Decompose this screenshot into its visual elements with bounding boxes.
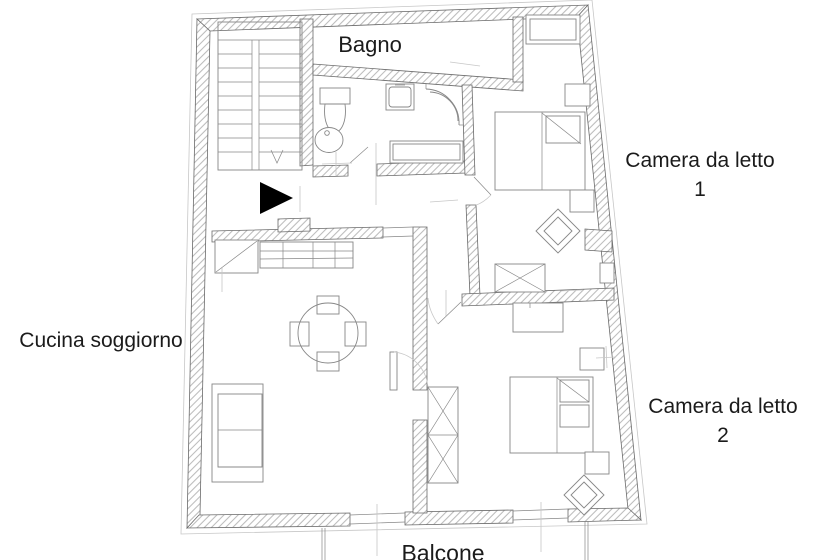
wall-bottom-a [186,512,351,529]
dresser-bed2-icon [512,302,564,333]
wardrobe-bed1-icon [525,14,581,45]
bedroom2-door [427,297,462,325]
balcony-window-2 [512,502,569,552]
wardrobe-bed2-icon [427,386,459,484]
chair-bed1-icon [535,208,581,254]
walls [186,4,642,529]
toilet-icon [319,87,351,133]
stair-direction-arrow-icon [270,149,284,164]
wall-corridor-bottom [211,226,384,243]
bedroom1-furniture [494,14,615,293]
balcony-door-1 [349,504,406,556]
nightstand-bed2-bottom-icon [584,451,610,475]
radiator-niche-icon [599,262,615,284]
nightstand-bed2-top-icon [579,347,605,371]
chair-bed2-icon [563,474,605,516]
wall-bed2-top [461,287,615,307]
dimension-ticks [221,61,617,369]
wall-bagno-right-lower [465,204,481,297]
living-room-opening [382,226,414,238]
kitchen-corner-unit-icon [214,239,259,274]
nightstand-bed1-bottom-icon [569,189,595,213]
bathroom-door [347,143,378,205]
chest-bed1-icon [494,263,546,293]
stair-treads [218,53,302,153]
wall-bagno-top [312,63,524,92]
living-bed2-door [389,351,429,391]
wall-pier-bed1 [584,228,613,253]
bedroom1-door [473,176,492,206]
balcony-outline [321,521,589,560]
shower-icon [425,84,464,126]
dining-table-icon [289,295,367,372]
wall-bagno-nook [512,16,524,83]
sink-icon [385,83,415,111]
entrance-arrow-icon [260,182,293,214]
wall-living-bed2-lower [412,419,428,514]
outer-faint-outline [180,0,648,535]
wall-bottom-b [404,509,514,526]
doors-and-windows [347,143,569,556]
bathroom-fixtures [314,83,464,164]
bathtub-vanity-icon [389,140,464,164]
wall-bagno-right-upper [461,84,476,176]
wall-bagno-bottom-left [312,164,349,178]
wall-living-bed2-upper [412,226,428,391]
kitchen-counter-icon [259,241,354,269]
staircase [217,21,303,171]
nightstand-bed1-top-icon [564,83,591,107]
bidet-icon [314,127,344,153]
bed2-icon [509,376,594,454]
bed1-icon [494,111,586,191]
wall-stair-right [299,18,314,167]
bedroom2-furniture [427,302,610,516]
sofa-icon [211,383,264,483]
wall-corridor-jog [277,217,311,233]
living-room-furniture [211,239,367,483]
